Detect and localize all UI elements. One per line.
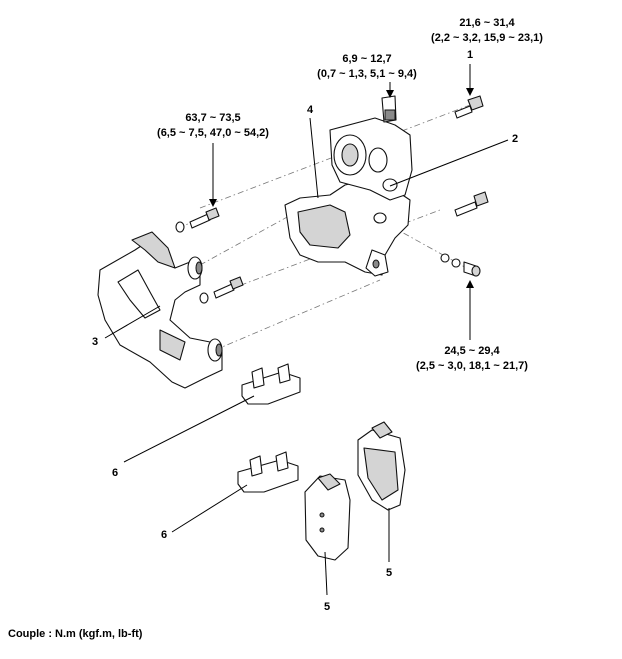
callout-6-upper: 6 (112, 467, 118, 479)
carrier-bolt-upper (175, 207, 220, 233)
callout-1: 1 (467, 49, 473, 61)
callout-5-outer: 5 (386, 567, 392, 579)
pad-retainer-clip-lower (237, 451, 299, 493)
callout-3: 3 (92, 336, 98, 348)
torque-bleeder-alt: (2,5 ~ 3,0, 18,1 ~ 21,7) (416, 360, 528, 372)
torque-bolt1-alt: (2,2 ~ 3,2, 15,9 ~ 23,1) (431, 32, 543, 44)
torque-carrier-alt: (6,5 ~ 7,5, 47,0 ~ 54,2) (157, 127, 269, 139)
torque-caliper-top-nm: 6,9 ~ 12,7 (342, 53, 391, 65)
callout-4: 4 (307, 104, 314, 116)
torque-bleeder-nm: 24,5 ~ 29,4 (444, 345, 500, 357)
callout-leaders (104, 117, 509, 596)
torque-caliper-top-alt: (0,7 ~ 1,3, 5,1 ~ 9,4) (317, 68, 417, 80)
callout-5-inner: 5 (324, 601, 330, 613)
caliper-body (284, 95, 413, 277)
carrier-bolt-lower (199, 276, 244, 304)
caliper-guide-bolt-1 (454, 95, 484, 119)
brake-pad-inner (304, 473, 351, 561)
bleeder-bolt-washers (440, 253, 481, 277)
torque-units-caption: Couple : N.m (kgf.m, lb-ft) (8, 628, 143, 640)
torque-bolt1-nm: 21,6 ~ 31,4 (459, 17, 515, 29)
caliper-guide-bolt-2 (454, 191, 489, 217)
pad-retainer-clip-upper (241, 363, 301, 405)
caliper-carrier (97, 231, 223, 389)
callout-2: 2 (512, 133, 518, 145)
torque-arrows (209, 64, 474, 340)
callout-6-lower: 6 (161, 529, 167, 541)
brake-pad-outer (357, 421, 406, 511)
torque-carrier-nm: 63,7 ~ 73,5 (185, 112, 240, 124)
